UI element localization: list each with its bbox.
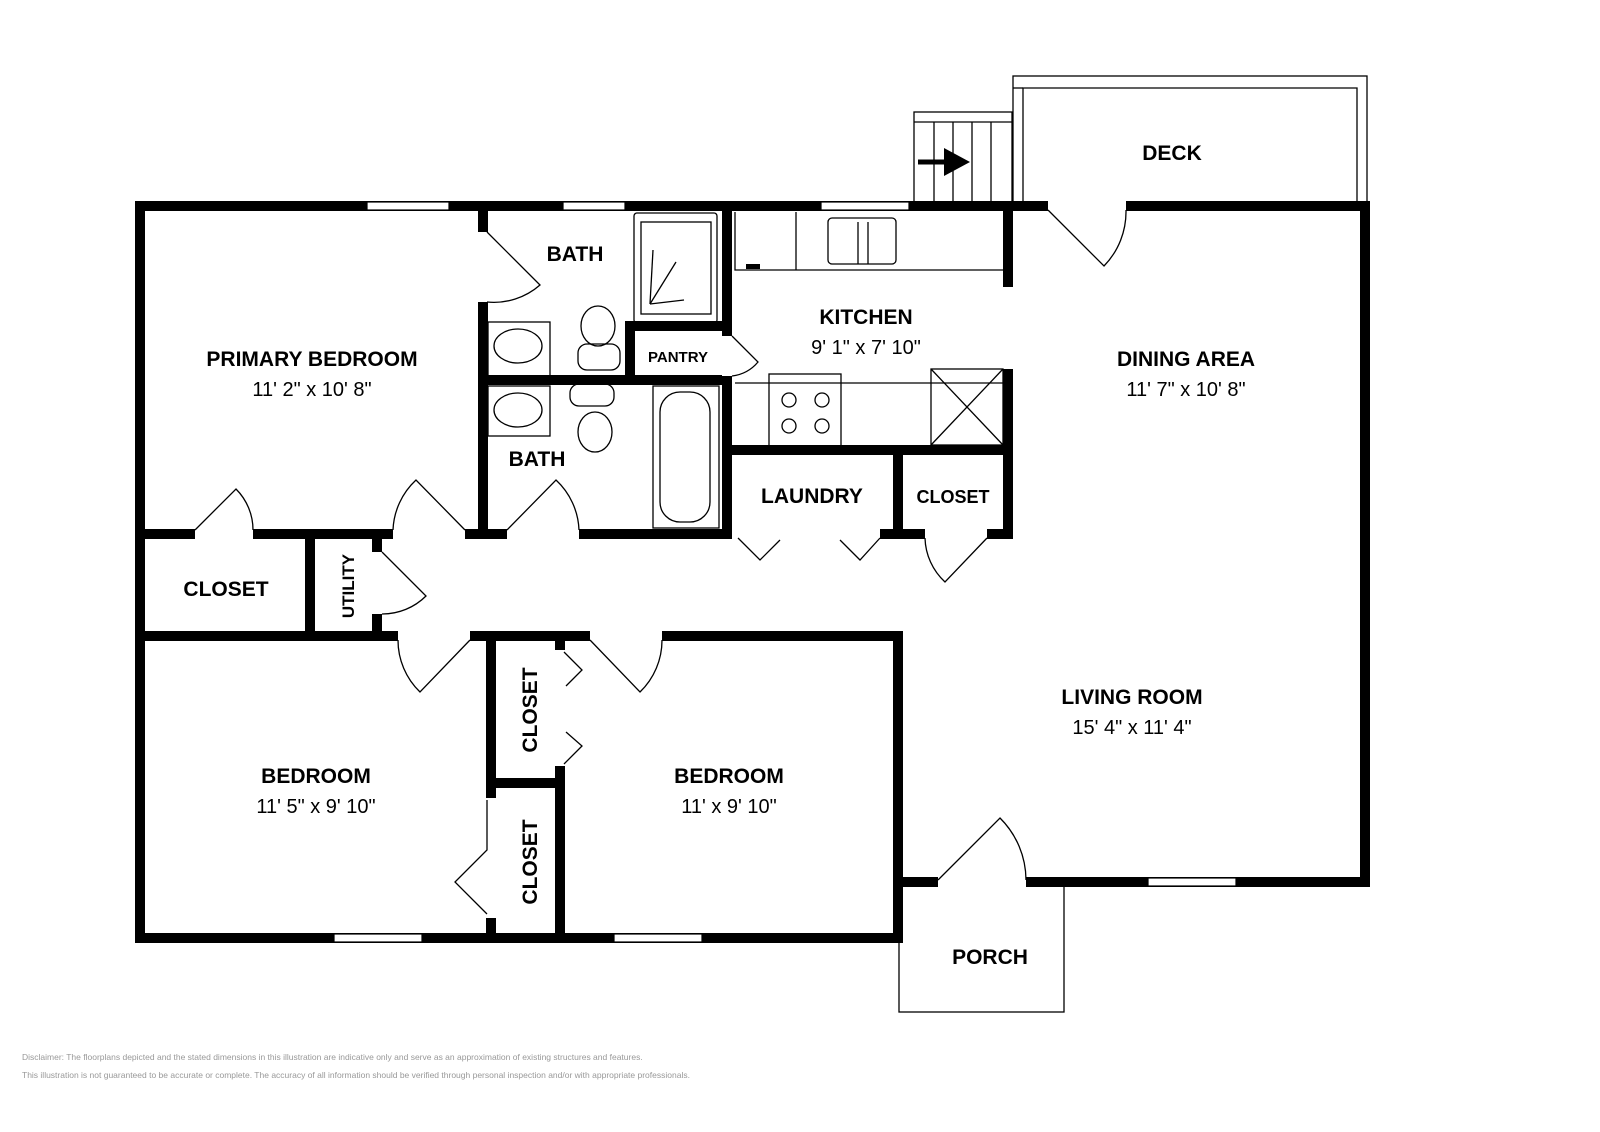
closet-hall-label: CLOSET bbox=[183, 578, 268, 601]
porch-label: PORCH bbox=[952, 946, 1028, 969]
bath-1-label: BATH bbox=[547, 243, 604, 266]
dining-area-size: 11' 7" x 10' 8" bbox=[1126, 379, 1245, 401]
bath-2-label: BATH bbox=[509, 448, 566, 471]
dining-area-label: DINING AREA bbox=[1117, 348, 1255, 371]
living-room-size: 15' 4" x 11' 4" bbox=[1072, 717, 1191, 739]
sink-lower bbox=[487, 385, 551, 437]
utility-label: UTILITY bbox=[339, 553, 358, 618]
deck-stairs bbox=[913, 111, 1013, 205]
kitchen-label: KITCHEN bbox=[819, 306, 912, 329]
toilet-upper bbox=[577, 305, 621, 371]
pantry-label: PANTRY bbox=[648, 349, 708, 366]
doors bbox=[194, 201, 1127, 918]
laundry-label: LAUNDRY bbox=[761, 485, 863, 508]
bathtub bbox=[652, 385, 720, 529]
closet-bed-lower-label: CLOSET bbox=[519, 819, 542, 904]
closet-kitchen-label: CLOSET bbox=[916, 487, 989, 507]
kitchen-size: 9' 1" x 7' 10" bbox=[811, 337, 921, 359]
toilet-lower bbox=[569, 383, 615, 453]
primary-bedroom-label: PRIMARY BEDROOM bbox=[206, 348, 417, 371]
windows bbox=[333, 201, 1237, 943]
disclaimer-line-1: Disclaimer: The floorplans depicted and … bbox=[22, 1052, 643, 1062]
sink-upper bbox=[487, 321, 551, 377]
walls bbox=[135, 201, 1370, 943]
kitchen-counters bbox=[734, 212, 1004, 447]
closet-bed-upper-label: CLOSET bbox=[519, 667, 542, 752]
deck-label: DECK bbox=[1142, 142, 1202, 165]
bedroom-2-label: BEDROOM bbox=[674, 765, 784, 788]
disclaimer-line-2: This illustration is not guaranteed to b… bbox=[22, 1070, 690, 1080]
bedroom-1-label: BEDROOM bbox=[261, 765, 371, 788]
primary-bedroom-size: 11' 2" x 10' 8" bbox=[252, 379, 371, 401]
deck bbox=[1012, 75, 1368, 205]
living-room-label: LIVING ROOM bbox=[1061, 686, 1202, 709]
bedroom-2-size: 11' x 9' 10" bbox=[681, 796, 777, 818]
bedroom-1-size: 11' 5" x 9' 10" bbox=[256, 796, 375, 818]
arrow-right-icon bbox=[918, 148, 970, 176]
shower bbox=[633, 212, 718, 324]
